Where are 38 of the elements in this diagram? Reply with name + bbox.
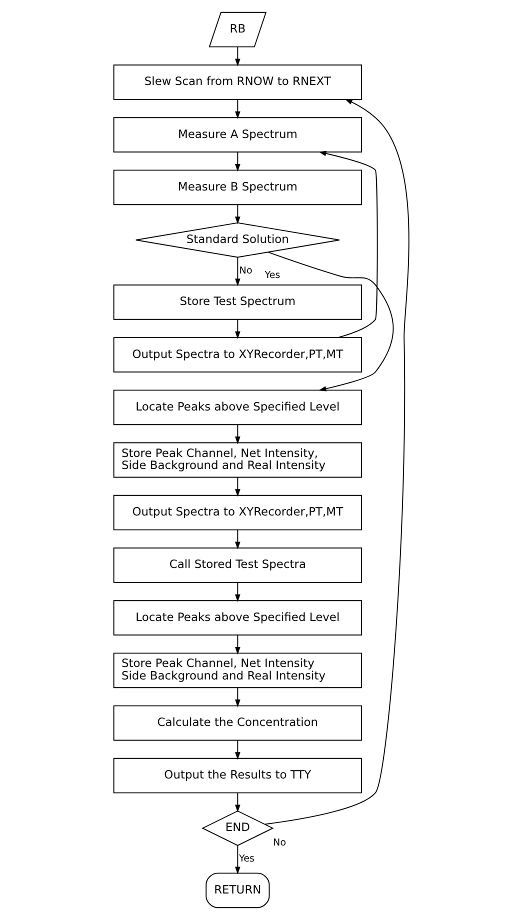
edge-label: Yes [239,854,254,865]
node-diamond: Standard Solution [135,222,340,258]
edge-label: Yes [264,270,280,282]
edge-label: No [273,838,286,849]
arrow [235,99,240,120]
arrow [235,529,240,550]
node-box: Locate Peaks above Specified Level [113,600,362,636]
node-box: Measure B Spectrum [113,170,362,206]
arrow [235,687,240,708]
arrow [235,256,240,286]
node-box: Output Spectra to XYRecorder,PT,MT [113,494,362,530]
arrow [235,424,240,444]
arrow [268,252,394,392]
node-box: Measure A Spectrum [113,117,362,153]
arrow [318,150,378,338]
node-box: Store Peak Channel, Net Intensity, Side Background and Real Intensity [113,442,362,478]
node-box: Calculate the Concentration [113,705,362,741]
arrow [235,152,240,172]
arrow [235,845,240,874]
edge-label: No [239,266,252,276]
arrow [235,204,240,224]
node-box: Output Spectra to XYRecorder,PT,MT [113,337,362,372]
arrow [235,46,240,66]
arrow [235,476,240,497]
node-box: Locate Peaks above Specified Level [113,390,362,426]
arrow [264,98,410,825]
arrow [235,318,240,339]
node-box: RETURN [206,872,270,908]
arrow [235,582,240,602]
node-box: Store Peak Channel, Net Intensity Side Background and Real Intensity [113,652,362,688]
node-box: Call Stored Test Spectra [113,548,362,583]
node-box: Slew Scan from RNOW to RNEXT [113,64,362,100]
arrow [235,740,240,760]
node-diamond: END [202,810,274,846]
node-box: Output the Results to TTY [113,758,362,794]
arrow [235,634,240,655]
node-box: Store Test Spectrum [113,284,362,320]
arrow [235,792,240,812]
